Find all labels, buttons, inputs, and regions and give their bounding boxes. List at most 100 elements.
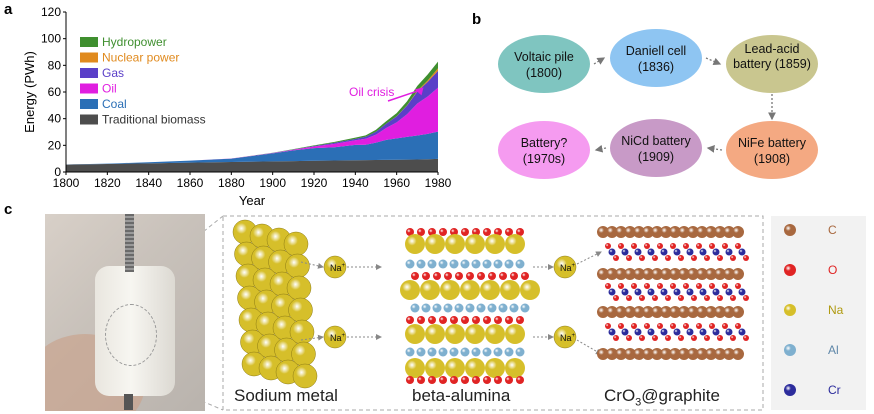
cro3-chromium-atom xyxy=(634,328,642,336)
beta-alumina-o-atom xyxy=(516,228,524,236)
area-gas xyxy=(66,70,438,165)
area-oil xyxy=(66,87,438,165)
cro3-oxygen-atom xyxy=(665,335,671,341)
beta-alumina-al-atom xyxy=(515,347,525,357)
cro3-chromium-atom xyxy=(725,288,733,296)
beta-alumina-na-atom xyxy=(485,234,505,254)
graphite-carbon-atom xyxy=(597,306,609,318)
beta-alumina-o-atom xyxy=(505,316,513,324)
beta-alumina-na-atom xyxy=(485,358,505,378)
legend-swatch xyxy=(80,99,98,109)
beta-alumina-na-atom xyxy=(505,358,525,378)
y-tick-label: 0 xyxy=(54,165,61,179)
graphite-carbon-atom xyxy=(732,348,744,360)
cro3-oxygen-atom xyxy=(743,255,749,261)
node-name: NiCd battery xyxy=(621,134,691,148)
graphite-carbon-atom xyxy=(615,306,627,318)
beta-alumina-o-atom xyxy=(461,228,469,236)
cro3-chromium-atom xyxy=(673,248,681,256)
beta-alumina-al-atom xyxy=(465,303,475,313)
na-ion-label: Na+ xyxy=(560,263,576,273)
na-ion xyxy=(553,325,577,349)
cro3-oxygen-atom xyxy=(613,335,619,341)
sodium-atom xyxy=(285,253,310,279)
beta-alumina-al-atom xyxy=(427,347,437,357)
cro3-oxygen-atom xyxy=(709,243,715,249)
cro3-oxygen-atom xyxy=(631,323,637,329)
legend-element-label: C xyxy=(828,223,837,237)
node-year: (1800) xyxy=(526,66,562,80)
graphite-carbon-atom xyxy=(705,348,717,360)
beta-alumina-na-atom xyxy=(420,280,440,300)
node-name: Voltaic pile xyxy=(514,50,574,64)
cro3-chromium-atom xyxy=(608,288,616,296)
graphite-carbon-atom xyxy=(732,306,744,318)
beta-alumina-o-atom xyxy=(461,376,469,384)
cro3-oxygen-atom xyxy=(704,335,710,341)
beta-alumina-o-atom xyxy=(417,316,425,324)
beta-alumina-o-atom xyxy=(417,228,425,236)
y-tick-label: 120 xyxy=(41,5,61,19)
timeline-node-battery xyxy=(498,121,590,179)
node-name: Battery? xyxy=(521,136,568,150)
legend-label: Hydropower xyxy=(102,35,167,49)
timeline-arrow xyxy=(705,57,722,66)
graphite-carbon-atom xyxy=(606,306,618,318)
graphite-carbon-atom xyxy=(633,306,645,318)
battery-top-screw xyxy=(125,214,134,272)
beta-alumina-al-atom xyxy=(416,259,426,269)
y-tick-label: 100 xyxy=(41,32,61,46)
beta-alumina-o-atom xyxy=(516,376,524,384)
sodium-atom xyxy=(286,275,312,301)
beta-alumina-o-atom xyxy=(494,316,502,324)
beta-alumina-o-atom xyxy=(472,228,480,236)
node-name-line2: battery (1859) xyxy=(733,57,811,71)
beta-alumina-na-atom xyxy=(445,358,465,378)
beta-alumina-al-atom xyxy=(471,347,481,357)
x-axis-title: Year xyxy=(239,193,266,208)
beta-alumina-o-atom xyxy=(488,272,496,280)
timeline-arrow xyxy=(706,145,723,153)
sodium-atom xyxy=(288,297,313,323)
graphite-carbon-atom xyxy=(696,348,708,360)
beta-alumina-o-atom xyxy=(483,316,491,324)
beta-alumina-o-atom xyxy=(406,228,414,236)
zoom-frame xyxy=(222,215,764,411)
cro3-chromium-atom xyxy=(686,248,694,256)
beta-alumina-o-atom xyxy=(466,272,474,280)
legend-element-label: Al xyxy=(828,343,839,357)
legend-swatch xyxy=(80,37,98,47)
timeline-arrow xyxy=(593,57,606,65)
cro3-chromium-atom xyxy=(634,288,642,296)
beta-alumina-na-atom xyxy=(505,324,525,344)
graphite-carbon-atom xyxy=(624,348,636,360)
graphite-carbon-atom xyxy=(597,348,609,360)
node-name: NiFe battery xyxy=(738,136,807,150)
timeline-node-voltaic-pile xyxy=(498,35,590,93)
ion-path-arrow xyxy=(576,339,602,355)
graphite-carbon-atom xyxy=(633,268,645,280)
node-year: (1970s) xyxy=(523,152,565,166)
graphite-carbon-atom xyxy=(660,348,672,360)
cro3-oxygen-atom xyxy=(730,335,736,341)
cro3-oxygen-atom xyxy=(717,255,723,261)
graphite-carbon-atom xyxy=(615,268,627,280)
cro3-oxygen-atom xyxy=(722,323,728,329)
zoom-line-bottom xyxy=(205,401,224,411)
graphite-carbon-atom xyxy=(696,306,708,318)
sodium-atom xyxy=(292,363,318,389)
graphite-carbon-atom xyxy=(705,306,717,318)
cro3-oxygen-atom xyxy=(652,295,658,301)
beta-alumina-o-atom xyxy=(510,272,518,280)
cro3-chromium-atom xyxy=(660,328,668,336)
cro3-oxygen-atom xyxy=(618,323,624,329)
legend-label: Gas xyxy=(102,66,124,80)
beta-alumina-o-atom xyxy=(483,376,491,384)
cro3-oxygen-atom xyxy=(639,255,645,261)
cro3-oxygen-atom xyxy=(691,255,697,261)
battery-photo xyxy=(45,214,205,411)
x-tick-label: 1840 xyxy=(135,176,162,190)
beta-alumina-o-atom xyxy=(450,316,458,324)
legend-atom-c xyxy=(784,224,796,236)
beta-alumina-o-atom xyxy=(472,376,480,384)
